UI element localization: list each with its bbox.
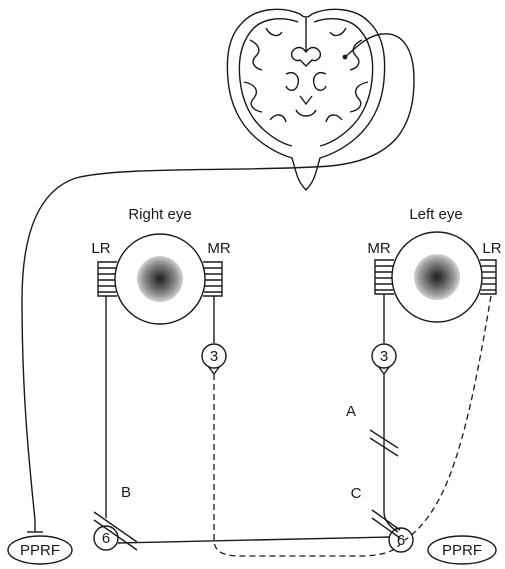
- right-eye: Right eye LR MR: [91, 206, 230, 324]
- right-eye-lr-label: LR: [91, 240, 110, 257]
- right-pupil: [137, 256, 183, 302]
- right-mlf-dashed-pathway: [214, 374, 400, 556]
- lesion-b: B: [94, 484, 137, 550]
- brain-coronal-section: [227, 9, 384, 190]
- left-eye: Left eye MR LR: [367, 206, 501, 322]
- left-3-label: 3: [380, 348, 388, 365]
- left-eye-mr-label: MR: [367, 240, 390, 257]
- right-abducens-nucleus: 6: [94, 526, 118, 550]
- right-eye-mr-label: MR: [207, 240, 230, 257]
- left-pupil: [414, 254, 460, 300]
- left-eye-title: Left eye: [409, 206, 462, 223]
- left-eye-lr-label: LR: [482, 240, 501, 257]
- lesion-b-label: B: [121, 484, 131, 501]
- lesion-c-label: C: [351, 485, 362, 502]
- corticobulbar-pathway: [22, 34, 414, 532]
- left-pprf-label: PPRF: [442, 542, 482, 559]
- right-3-label: 3: [210, 348, 218, 365]
- right-pprf-label: PPRF: [20, 542, 60, 559]
- right-lateral-rectus-muscle: [98, 262, 117, 296]
- left-mlf-pathway: [384, 374, 398, 532]
- left-medial-rectus-muscle: [375, 260, 394, 294]
- right-eye-title: Right eye: [128, 206, 191, 223]
- left-lr-dashed-pathway: [405, 296, 491, 540]
- right-oculomotor-nucleus: 3: [202, 344, 226, 374]
- left-oculomotor-nucleus: 3: [372, 344, 396, 374]
- left-abducens-nucleus: 6: [389, 528, 413, 552]
- lesion-c: C: [351, 485, 400, 538]
- right-6-label: 6: [102, 530, 110, 547]
- lesion-a: A: [346, 403, 398, 456]
- left-6-label: 6: [397, 532, 405, 549]
- left-pprf: PPRF: [428, 536, 496, 564]
- abducens-crossing-line: [118, 537, 389, 543]
- right-medial-rectus-muscle: [203, 262, 222, 296]
- right-pprf: PPRF: [8, 536, 72, 564]
- lesion-a-label: A: [346, 403, 356, 420]
